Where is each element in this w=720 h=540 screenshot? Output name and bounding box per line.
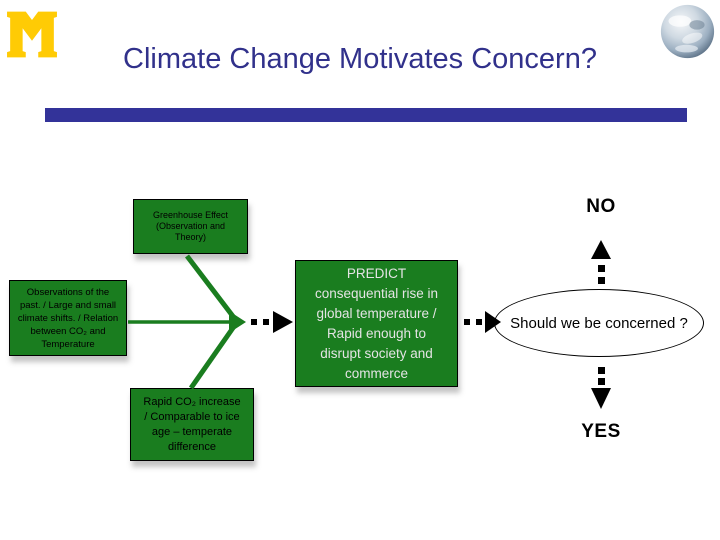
green-converging-arrows: [128, 254, 246, 390]
no-label: NO: [586, 196, 616, 217]
dotted-arrow-down-yes: [591, 367, 611, 409]
decision-ellipse: Should we be concerned ?: [494, 289, 704, 357]
michigan-block-m-logo: [7, 11, 57, 58]
earth-image: [660, 4, 715, 59]
decision-label: Should we be concerned ?: [510, 314, 688, 332]
greenhouse-effect-box: Greenhouse Effect (Observation and Theor…: [133, 199, 248, 254]
dotted-arrow-up-no: [591, 240, 611, 284]
dotted-arrow-to-predict: [251, 311, 293, 333]
observations-box: Observations of the past. / Large and sm…: [9, 280, 127, 356]
rapid-co2-box: Rapid CO₂ increase / Comparable to ice a…: [130, 388, 254, 461]
predict-box: PREDICT consequential rise in global tem…: [295, 260, 458, 387]
slide-title: Climate Change Motivates Concern?: [123, 43, 597, 75]
yes-label: YES: [581, 421, 621, 442]
title-divider-bar: [45, 108, 687, 122]
